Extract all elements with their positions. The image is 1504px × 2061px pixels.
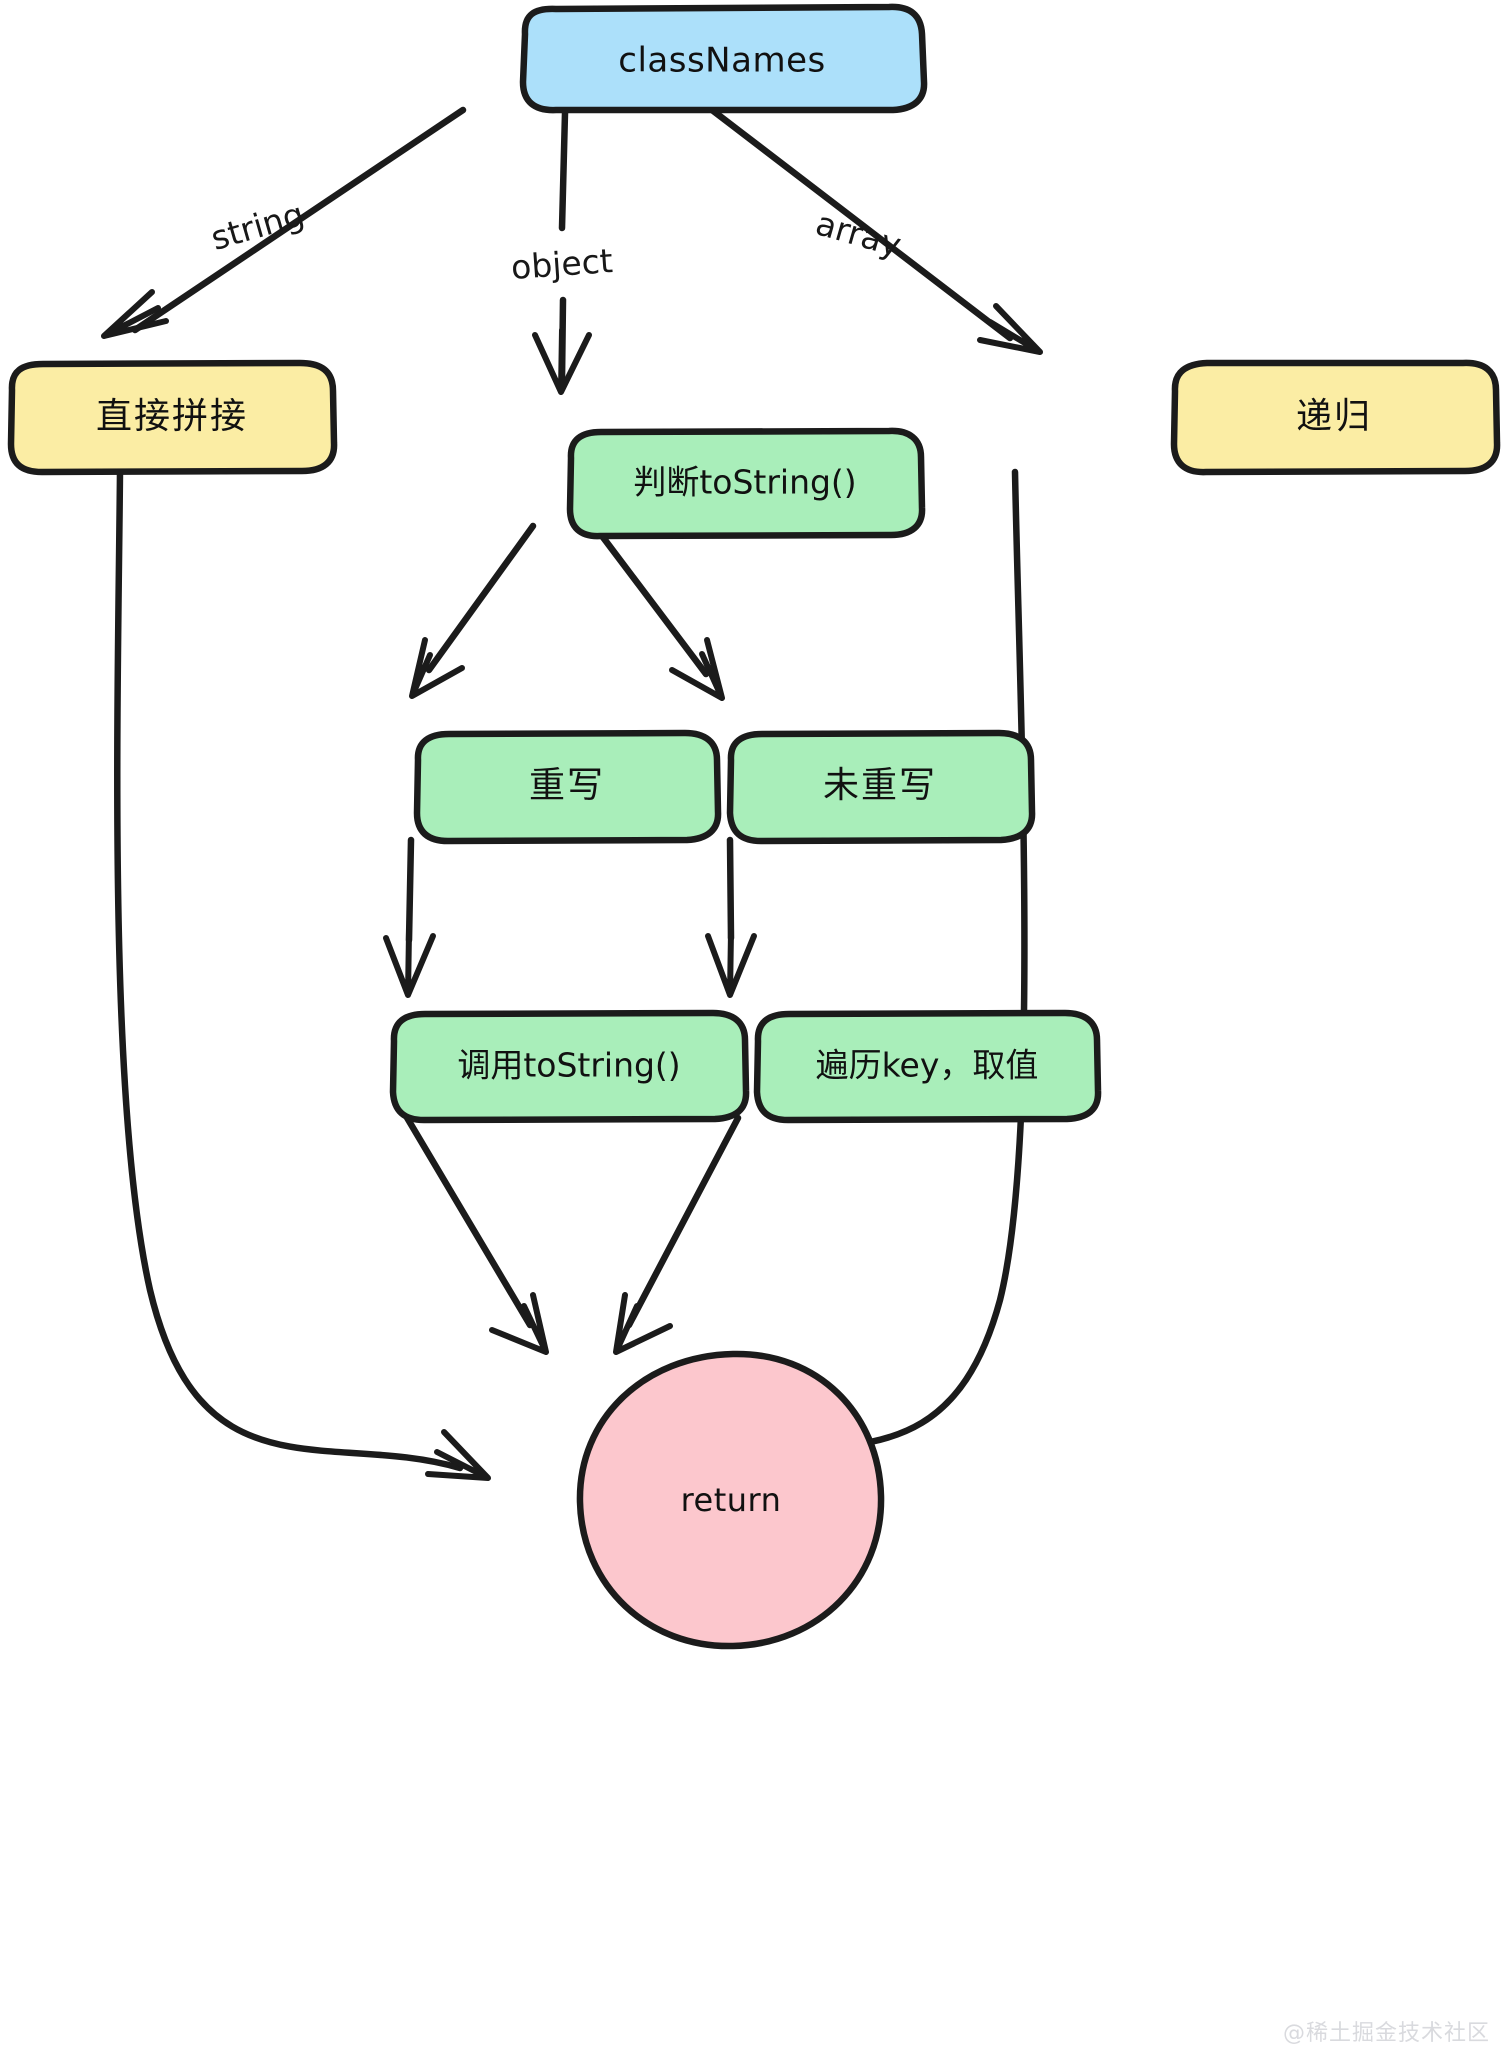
arrowhead-icon	[977, 303, 1043, 355]
arrowhead-icon	[669, 637, 725, 701]
edge-line	[405, 836, 415, 944]
edge-line	[625, 1114, 742, 1329]
arrowhead-icon	[532, 327, 592, 395]
node-shape	[576, 1350, 885, 1650]
edge-line	[402, 1112, 534, 1329]
watermark: @稀土掘金技术社区	[1282, 2021, 1490, 2046]
node-label: 递归	[1296, 396, 1372, 437]
edge-label-text: object	[510, 241, 614, 287]
edge-notoverride-to-iterkeys	[705, 836, 757, 998]
edge-calltostring-to-return	[402, 1112, 549, 1355]
node-shape	[566, 427, 926, 540]
edge-classnames-to-checktostring	[532, 109, 592, 395]
node-shape	[519, 3, 928, 114]
node-call-tostring[interactable]: 调用toString()	[389, 1009, 750, 1124]
arrowhead-icon	[489, 1292, 549, 1355]
node-label: 判断toString()	[633, 463, 856, 502]
edge-recursion-to-return	[712, 468, 1028, 1477]
edge-line	[131, 106, 467, 334]
edge-line	[738, 468, 1028, 1466]
edge-label-text: array	[812, 203, 906, 264]
node-shape	[1170, 359, 1501, 476]
node-concat[interactable]: 直接拼接	[7, 359, 338, 476]
node-classnames[interactable]: classNames	[519, 3, 928, 114]
edge-overridden-to-calltostring	[383, 836, 436, 998]
node-iterate-keys[interactable]: 遍历key，取值	[753, 1009, 1102, 1124]
node-shape	[753, 1009, 1102, 1124]
arrowhead-icon	[101, 289, 169, 339]
node-label: 遍历key，取值	[816, 1046, 1039, 1085]
node-shape	[726, 729, 1036, 845]
arrowhead-icon	[425, 1429, 491, 1481]
node-recursion[interactable]: 递归	[1170, 359, 1501, 476]
edge-line	[425, 522, 537, 674]
edge-checktostring-to-notoverride	[592, 524, 725, 701]
node-shape	[413, 729, 722, 845]
node-label: 直接拼接	[96, 396, 248, 437]
node-label: 调用toString()	[457, 1046, 680, 1085]
arrowhead-icon	[613, 1292, 673, 1355]
edge-checktostring-to-overridden	[409, 522, 537, 699]
edge-line	[726, 836, 735, 942]
arrowhead-icon	[383, 929, 436, 998]
arrowhead-icon	[705, 929, 757, 998]
node-check-tostring[interactable]: 判断toString()	[566, 427, 926, 540]
node-return[interactable]: return	[576, 1350, 885, 1650]
node-label: 未重写	[823, 765, 937, 806]
edge-concat-to-return	[114, 468, 491, 1481]
node-overridden[interactable]: 重写	[413, 729, 722, 845]
edge-label-object: object	[510, 241, 614, 287]
arrowhead-icon	[409, 637, 465, 699]
edge-line	[708, 106, 1014, 342]
edge-classnames-to-recursion	[708, 106, 1043, 355]
edge-line	[114, 468, 464, 1472]
node-label: return	[681, 1481, 782, 1519]
node-label: classNames	[618, 41, 825, 81]
edge-line	[592, 524, 710, 678]
edge-classnames-to-concat	[101, 106, 467, 339]
node-label: 重写	[529, 765, 605, 806]
node-not-overridden[interactable]: 未重写	[726, 729, 1036, 845]
edge-iterkeys-to-return	[613, 1114, 742, 1355]
edge-label-array: array	[812, 203, 906, 264]
node-shape	[7, 359, 338, 476]
node-shape	[389, 1009, 750, 1124]
